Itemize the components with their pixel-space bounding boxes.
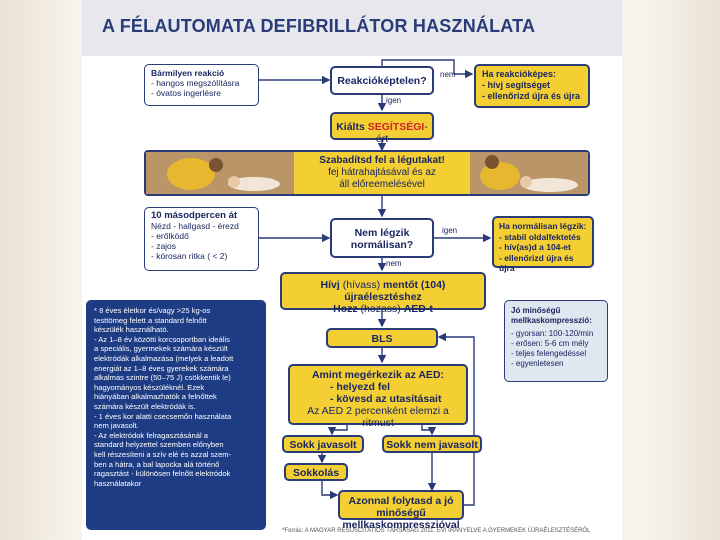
note-line: testtömeg felett a standard felnőtt	[94, 315, 207, 325]
aed-note: Az AED 2 percenként elemzi a ritmust	[307, 405, 449, 429]
note-line: számára készült elektródák is.	[94, 401, 196, 411]
quality-panel: Jó minőségű mellkaskompresszió: - gyorsa…	[504, 300, 608, 382]
any-reaction-title: Bármilyen reakció	[151, 68, 225, 78]
note-line: hagyományos készüléknél. Ezek	[94, 382, 205, 392]
normal-line-1: - stabil oldalfektetés	[499, 231, 581, 242]
responsive-title: Ha reakcióképes:	[482, 69, 557, 79]
note-line: - Az 1–8 év közötti korcsoportban ideáli…	[94, 334, 230, 344]
responsive-line-2: - ellenőrizd újra és újra	[482, 91, 581, 101]
quality-line-2: - erősen: 5-6 cm mély	[511, 339, 589, 348]
bls-label: BLS	[371, 333, 393, 345]
normal-breathing-box: Ha normálisan légzik: - stabil oldalfekt…	[492, 216, 594, 273]
call-2a: Hozz	[333, 303, 361, 315]
shout-part-1: Kiálts	[336, 121, 368, 133]
ten-seconds-line-1: Nézd - hallgasd - érezd	[151, 221, 239, 231]
ten-seconds-line-3: - zajos	[151, 241, 177, 251]
normal-line-2: - hív(as)d a 104-et	[499, 242, 571, 252]
quality-title-2: mellkaskompresszió:	[511, 316, 592, 325]
shock-not-advised-label: Sokk nem javasolt	[386, 439, 478, 451]
aed-line-1: - helyezd fel	[330, 381, 391, 393]
shout-help-box: Kiálts SEGÍTSÉGI-ért	[330, 112, 434, 145]
note-line: elektródák alkalmazása (melyek a leadott	[94, 353, 234, 363]
shout-part-2: SEGÍTSÉGI	[367, 121, 425, 133]
note-line: * 8 éves életkor és/vagy >25 kg-os	[94, 306, 211, 315]
not-breathing-line-1: Nem légzik	[354, 227, 410, 239]
any-reaction-line-1: - hangos megszólításra	[151, 78, 240, 88]
normal-title: Ha normálisan légzik:	[499, 221, 587, 231]
flow-arrows	[258, 59, 492, 506]
title-bar: A FÉLAUTOMATA DEFIBRILLÁTOR HASZNÁLATA	[82, 0, 622, 56]
shock-advised-box: Sokk javasolt	[282, 435, 364, 453]
airway-line-2: áll előreemelésével	[339, 179, 425, 190]
airway-text: Szabadítsd fel a légutakat! fej hátrahaj…	[296, 153, 468, 193]
any-reaction-box: Bármilyen reakció - hangos megszólításra…	[144, 64, 259, 106]
normal-line-3: - ellenőrizd újra és újra	[499, 252, 574, 274]
photo-right	[470, 152, 588, 194]
ten-seconds-box: 10 másodpercen át Nézd - hallgasd - érez…	[144, 207, 259, 271]
call-1c: mentőt (104) újraélesztéshez	[344, 279, 446, 303]
quality-line-4: - egyenletesen	[511, 359, 564, 368]
shout-part-3: -ért	[375, 121, 428, 145]
label-igen-1: igen	[386, 96, 402, 105]
label-nem-1: nem	[440, 70, 456, 79]
note-line: alkalmas szintre (50–75 J) csökkentik le…	[94, 373, 231, 383]
photo-left	[146, 152, 294, 194]
not-breathing-line-2: normálisan?	[350, 239, 414, 251]
ten-seconds-line-2: - erőlködő	[151, 231, 189, 241]
note-line: nem javasolt.	[94, 421, 139, 431]
label-igen-2: igen	[442, 226, 458, 235]
note-line: használatakor	[94, 478, 142, 488]
quality-line-3: - teljes felengedéssel	[511, 349, 587, 358]
call-ambulance-box: Hívj (hívass) mentőt (104) újraélesztésh…	[280, 272, 486, 315]
note-line: készülék használható.	[94, 325, 169, 335]
call-1a: Hívj	[320, 279, 343, 291]
page-title: A FÉLAUTOMATA DEFIBRILLÁTOR HASZNÁLATA	[102, 16, 536, 36]
label-nem-2: nem	[386, 259, 402, 268]
ten-seconds-title: 10 másodpercen át	[151, 210, 238, 221]
aed-title: Amint megérkezik az AED:	[311, 369, 445, 381]
continue-line-1: Azonnal folytasd a jó minőségű	[348, 495, 454, 519]
unresponsive-label: Reakcióképtelen?	[337, 75, 427, 87]
call-2c: AED-t	[403, 303, 433, 315]
note-line: ben a hátra, a bal lapocka alá történő	[94, 459, 220, 469]
aed-arrives-box: Amint megérkezik az AED: - helyezd fel -…	[288, 364, 468, 429]
note-line: standard helyzettel szemben előnyben	[94, 440, 224, 450]
airway-line-1: fej hátrahajtásával és az	[328, 167, 436, 178]
not-breathing-box: Nem légzik normálisan?	[330, 218, 434, 258]
shock-box: Sokkolás	[284, 463, 348, 481]
bls-box: BLS	[326, 328, 438, 348]
quality-line-1: - gyorsan: 100-120/min	[511, 329, 594, 338]
continue-cpr-box: Azonnal folytasd a jó minőségű mellkasko…	[338, 490, 464, 531]
source-note: *Forrás: A MAGYAR RESUSCITATIOS TÁRSASÁG…	[282, 528, 591, 534]
note-line: kell részesíteni a szív elé és azzal sze…	[94, 449, 232, 459]
ten-seconds-line-4: - kórosan ritka ( < 2)	[151, 251, 228, 261]
shock-label: Sokkolás	[292, 467, 340, 479]
responsive-box: Ha reakcióképes: - hívj segítséget - ell…	[474, 64, 590, 108]
unresponsive-box: Reakcióképtelen?	[330, 66, 434, 95]
note-line: hiányában alkalmazhatók a felnőttek	[94, 392, 217, 402]
call-1b: (hívass)	[342, 279, 383, 291]
slide-page: A FÉLAUTOMATA DEFIBRILLÁTOR HASZNÁLATA	[82, 0, 622, 540]
note-line: ragasztást - különösen felnőtt elektródo…	[94, 469, 231, 479]
airway-title: Szabadítsd fel a légutakat!	[319, 155, 445, 166]
shock-advised-label: Sokk javasolt	[289, 439, 357, 451]
note-line: - Az elektródok felragasztásánál a	[94, 430, 208, 440]
note-line: a speciális, gyermekek számára készült	[94, 344, 228, 354]
note-line: - 1 éves kor alatti csecsemőn használata	[94, 411, 232, 421]
call-2b: (hozass)	[360, 303, 404, 315]
note-line: energiát az 1–8 éves gyerekek számára	[94, 363, 229, 373]
quality-title-1: Jó minőségű	[511, 306, 561, 315]
shock-not-advised-box: Sokk nem javasolt	[382, 435, 482, 453]
responsive-line-1: - hívj segítséget	[482, 80, 551, 90]
continue-line-2: mellkaskompresszióval	[342, 519, 460, 531]
any-reaction-line-2: - óvatos ingerlésre	[151, 88, 221, 98]
aed-line-2: - kövesd az utasításait	[330, 393, 442, 405]
